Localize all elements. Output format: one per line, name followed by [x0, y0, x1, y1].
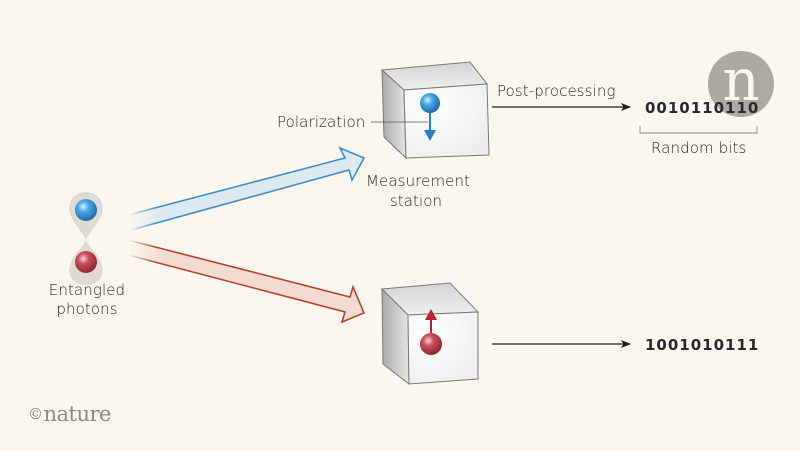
measurement-station-label: Measurement station [366, 171, 471, 211]
post-processing-label: Post-processing [497, 82, 616, 100]
random-bits-top: 0010110110 [645, 99, 760, 117]
blue-beam-arrow [127, 146, 366, 231]
blue-photon-icon [75, 199, 97, 221]
random-bits-label: Random bits [651, 139, 747, 157]
entangled-photons-label-line1: Entangled [48, 281, 126, 299]
measurement-station-cube-bottom [380, 282, 480, 386]
random-bits-bracket [639, 126, 758, 134]
measurement-station-cube-top [380, 61, 490, 160]
entangled-photons-label-line2: photons [56, 300, 118, 318]
polarization-up-arrow-icon [425, 309, 437, 320]
nature-copyright: ©nature [28, 402, 111, 426]
nature-logo-icon: n [708, 51, 774, 117]
polarization-label: Polarization [277, 113, 366, 131]
entangled-photons-label: Entangled photons [42, 281, 132, 319]
measurement-station-label-line2: station [389, 192, 443, 210]
red-photon-icon [75, 251, 97, 273]
random-bits-bottom: 1001010111 [645, 336, 760, 354]
measured-red-photon-icon [420, 333, 442, 355]
entangled-photon-pair [69, 192, 103, 285]
measured-blue-photon-icon [420, 93, 440, 113]
copyright-text: nature [43, 402, 112, 426]
red-beam-arrow [127, 239, 366, 324]
measurement-station-label-line1: Measurement [366, 172, 471, 190]
copyright-symbol: © [28, 405, 43, 423]
polarization-down-arrow-icon [424, 130, 436, 141]
